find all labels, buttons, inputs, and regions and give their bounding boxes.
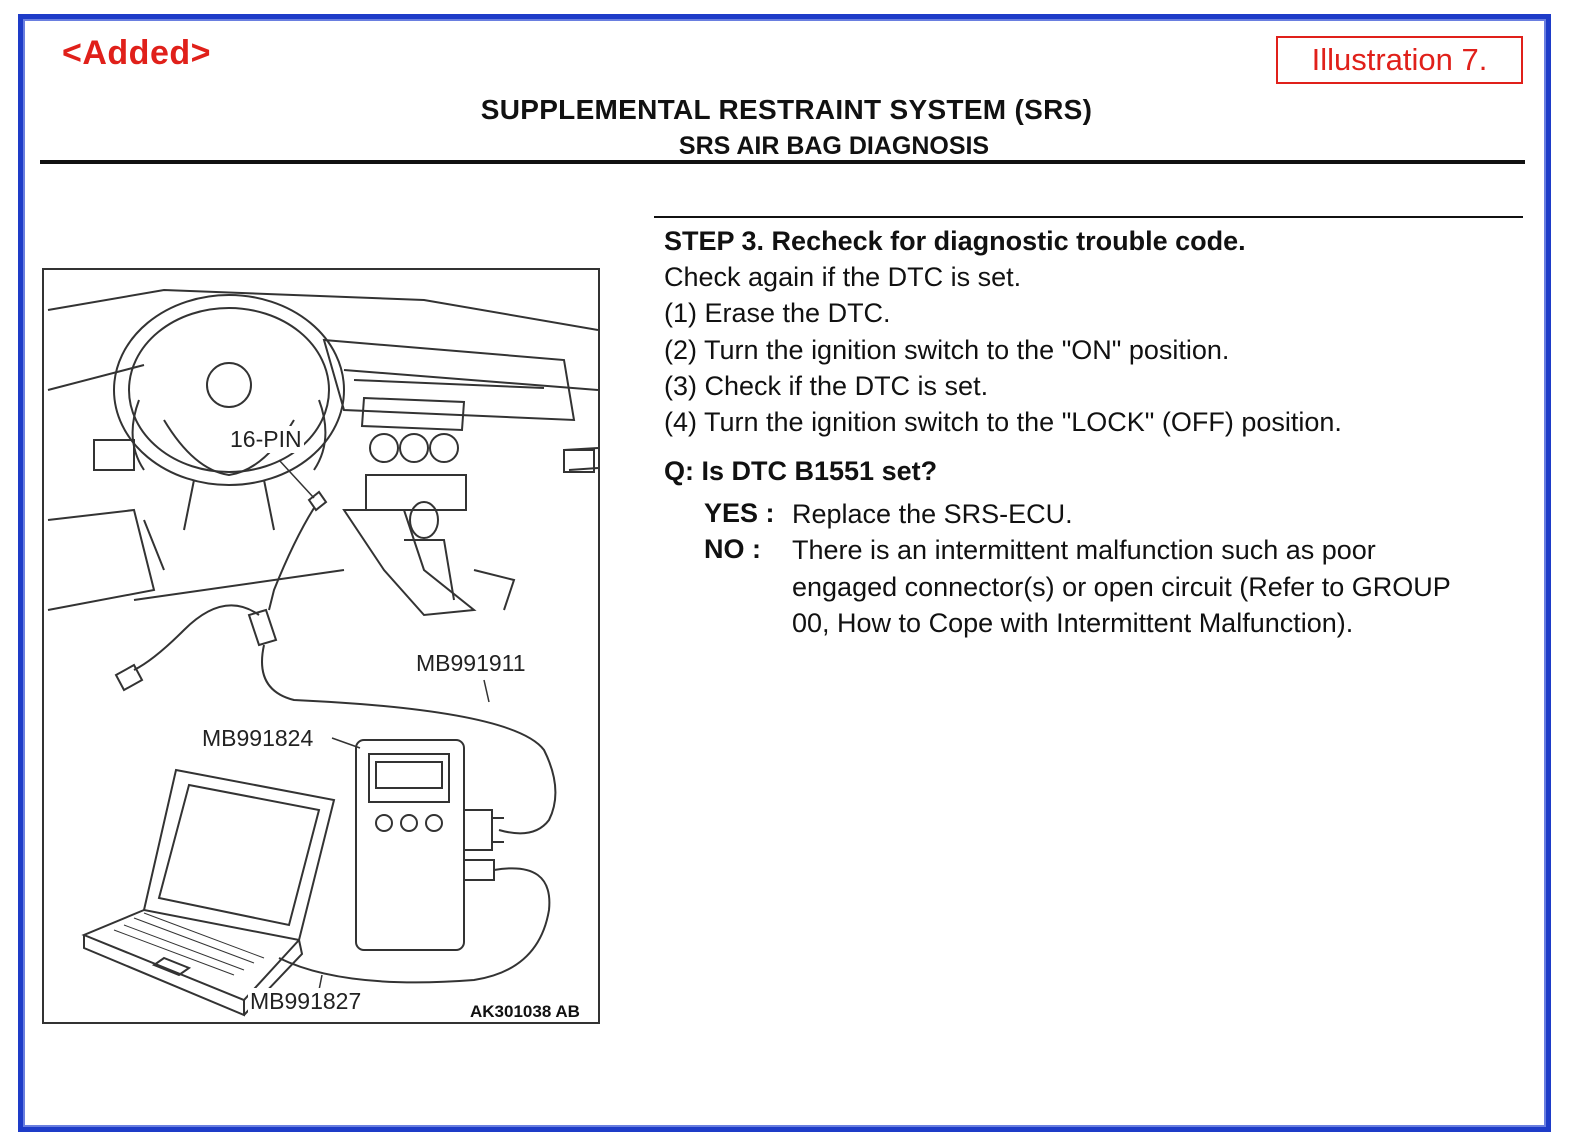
diagnosis-figure: 16-PIN MB991911 MB991824 MB991827 AK3010… (42, 268, 600, 1024)
label-mb991911: MB991911 (414, 650, 528, 677)
label-16-pin: 16-PIN (228, 426, 304, 453)
answer-no-text: There is an intermittent malfunction suc… (792, 535, 1451, 638)
page-title: SUPPLEMENTAL RESTRAINT SYSTEM (SRS) (480, 94, 1093, 125)
step-title: STEP 3. Recheck for diagnostic trouble c… (664, 226, 1246, 256)
step-item: (3) Check if the DTC is set. (664, 371, 989, 401)
step-item: (1) Erase the DTC. (664, 298, 891, 328)
step-intro: Check again if the DTC is set. (664, 262, 1022, 292)
answer-no-key: NO : (704, 534, 761, 564)
question: Q: Is DTC B1551 set? (664, 456, 938, 486)
step-item: (4) Turn the ignition switch to the "LOC… (664, 407, 1342, 437)
answer-yes-key: YES : (704, 498, 775, 528)
added-tag: <Added> (62, 34, 211, 72)
dashboard-connection-drawing (47, 288, 598, 1017)
figure-code: AK301038 AB (470, 1002, 580, 1021)
illustration-label: Illustration 7. (1276, 36, 1523, 84)
label-mb991827: MB991827 (248, 988, 364, 1015)
header-divider (40, 160, 1525, 164)
label-mb991824: MB991824 (200, 725, 316, 752)
answer-yes-text: Replace the SRS-ECU. (792, 499, 1073, 529)
page-subtitle: SRS AIR BAG DIAGNOSIS (678, 132, 990, 160)
step-divider (654, 216, 1523, 218)
step-item: (2) Turn the ignition switch to the "ON"… (664, 335, 1230, 365)
